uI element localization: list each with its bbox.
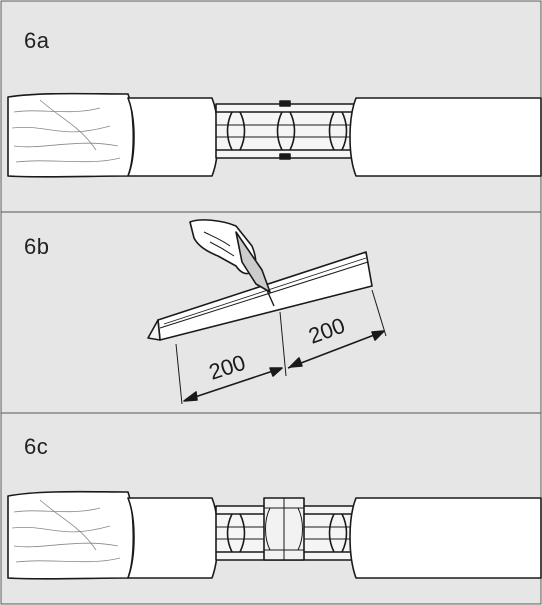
wrapped-insulation	[7, 92, 135, 178]
panel-label-6a: 6a	[24, 28, 50, 53]
dimension-line-left	[185, 367, 283, 401]
cable-sheath-right	[349, 97, 542, 177]
cable-sheath-left	[127, 497, 219, 579]
cable-sheath-left	[127, 97, 219, 177]
panel-label-6c: 6c	[24, 434, 49, 459]
panel-label-6b: 6b	[24, 234, 50, 259]
panel-6b-profile-strip	[147, 219, 387, 405]
panel-6a-cable-assembly	[7, 92, 542, 178]
wrapped-insulation	[7, 490, 135, 580]
panel-6c-cable-assembly	[7, 490, 542, 580]
cable-sheath-right	[349, 497, 542, 579]
dimension-line-right	[287, 331, 383, 369]
exposed-conductor	[215, 103, 355, 159]
